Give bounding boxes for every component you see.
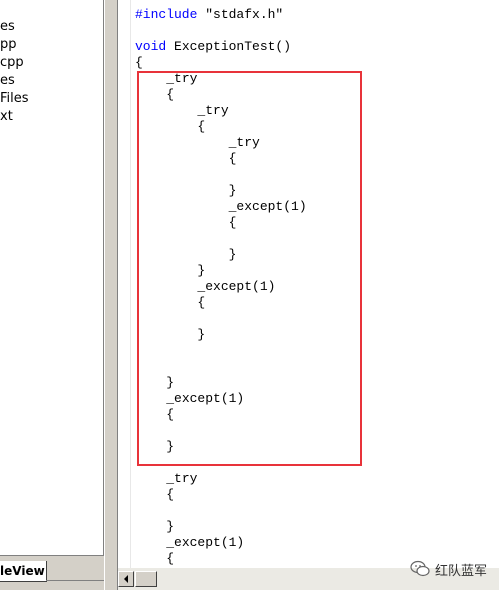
code-text: "stdafx.h" — [197, 7, 284, 22]
watermark-text: 红队蓝军 — [435, 563, 488, 579]
horizontal-scrollbar[interactable] — [118, 568, 499, 590]
code-line[interactable]: { — [135, 295, 205, 311]
code-line[interactable]: { — [135, 55, 143, 71]
code-text: _except(1) — [166, 391, 245, 406]
code-text: ExceptionTest() — [166, 39, 292, 54]
tree-item[interactable]: pp — [0, 37, 17, 52]
code-line[interactable]: } — [135, 375, 174, 391]
code-text: { — [166, 551, 175, 566]
code-text: _try — [166, 471, 198, 486]
code-line[interactable]: { — [135, 487, 174, 503]
tree-item[interactable]: xt — [0, 109, 13, 124]
code-line[interactable]: } — [135, 247, 237, 263]
code-line[interactable]: { — [135, 551, 174, 567]
code-keyword: void — [135, 39, 167, 54]
code-text: _except(1) — [166, 535, 245, 550]
code-text: _try — [197, 103, 229, 118]
code-text: _except(1) — [228, 199, 307, 214]
code-line[interactable]: _try — [135, 71, 197, 87]
code-text: { — [228, 215, 237, 230]
arrow-left-icon — [124, 575, 128, 583]
code-line[interactable]: _try — [135, 135, 260, 151]
code-text: { — [197, 119, 206, 134]
tree-item[interactable]: es — [0, 19, 15, 34]
code-text: } — [166, 439, 175, 454]
code-text: { — [197, 295, 206, 310]
code-text: { — [166, 87, 175, 102]
code-line[interactable]: _except(1) — [135, 279, 275, 295]
code-text: } — [197, 327, 206, 342]
code-text: _try — [166, 71, 198, 86]
code-line[interactable]: _try — [135, 103, 229, 119]
code-line[interactable]: _except(1) — [135, 391, 244, 407]
file-view-panel: es pp cpp es Files xt leView — [0, 0, 118, 590]
tree-item[interactable]: cpp — [0, 55, 24, 70]
code-line[interactable]: { — [135, 215, 237, 231]
editor-gutter — [118, 0, 131, 568]
code-line[interactable]: { — [135, 119, 205, 135]
scroll-left-button[interactable] — [118, 571, 134, 587]
code-line[interactable]: } — [135, 183, 237, 199]
code-indent — [135, 535, 166, 550]
panel-tab-strip: leView — [0, 556, 118, 590]
code-line[interactable]: } — [135, 263, 205, 279]
code-text: { — [166, 407, 175, 422]
code-line[interactable]: { — [135, 407, 174, 423]
code-line[interactable]: } — [135, 519, 174, 535]
code-text: _try — [228, 135, 260, 150]
code-line[interactable]: _try — [135, 471, 197, 487]
tab-divider — [46, 580, 118, 581]
code-line[interactable]: { — [135, 87, 174, 103]
code-text: } — [197, 263, 206, 278]
code-line[interactable]: } — [135, 439, 174, 455]
tree-item[interactable]: es — [0, 73, 15, 88]
code-text: } — [166, 519, 175, 534]
code-text: { — [228, 151, 237, 166]
code-indent — [135, 551, 166, 566]
code-line[interactable]: void ExceptionTest() — [135, 39, 291, 55]
code-text: { — [166, 487, 175, 502]
code-text: } — [166, 375, 175, 390]
wechat-icon — [410, 560, 430, 577]
code-line[interactable]: { — [135, 151, 237, 167]
highlight-box — [137, 71, 362, 466]
splitter-edge — [117, 0, 118, 590]
code-indent — [135, 487, 166, 502]
code-keyword: #include — [135, 7, 198, 22]
file-tree[interactable]: es pp cpp es Files xt — [0, 0, 104, 556]
code-indent — [135, 471, 166, 486]
code-text: } — [228, 247, 237, 262]
code-text: } — [228, 183, 237, 198]
tab-fileview[interactable]: leView — [0, 561, 47, 582]
code-line[interactable]: #include "stdafx.h" — [135, 7, 283, 23]
code-line[interactable]: } — [135, 327, 205, 343]
code-indent — [135, 519, 166, 534]
code-line[interactable]: _except(1) — [135, 199, 307, 215]
code-editor[interactable]: #include "stdafx.h"void ExceptionTest(){… — [118, 0, 499, 568]
scroll-thumb[interactable] — [135, 571, 157, 587]
code-text: { — [135, 55, 143, 70]
panel-splitter[interactable] — [104, 0, 118, 590]
code-line[interactable]: _except(1) — [135, 535, 244, 551]
code-text: _except(1) — [197, 279, 276, 294]
watermark: 红队蓝军 — [410, 558, 487, 580]
tree-item[interactable]: Files — [0, 91, 29, 106]
